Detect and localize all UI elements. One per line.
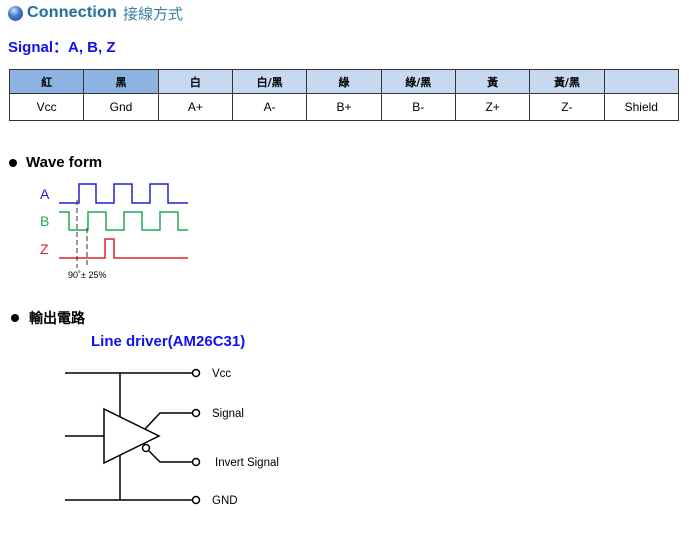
invert-signal-terminal[interactable] [191,457,201,467]
pin-label-gnd: GND [212,495,238,507]
phase-note: 90˚± 25% [68,270,106,280]
table-header-cell: 黃/黑 [529,69,605,94]
connection-table: 紅 黑 白 白/黑 綠 綠/黑 黃 黃/黑 Vcc Gnd A+ A- B+ B… [8,69,680,121]
header-subtitle: 接線方式 [123,4,184,23]
signal-heading: Signal：A, B, Z [8,39,116,56]
table-header-cell: 白 [157,69,233,94]
table-header-row: 紅 黑 白 白/黑 綠 綠/黑 黃 黃/黑 [8,69,680,94]
line-driver-circuit [65,368,201,505]
table-cell: B- [380,93,456,121]
waveform-heading: Wave form [9,154,102,171]
wave-a [59,183,188,204]
table-cell: Vcc [8,93,85,121]
table-cell: Shield [603,93,680,121]
gnd-terminal[interactable] [191,495,201,505]
vcc-terminal[interactable] [191,368,201,378]
bullet-icon [11,314,19,322]
driver-title: Line driver(AM26C31) [91,333,246,350]
table-row: Vcc Gnd A+ A- B+ B- Z+ Z- Shield [8,93,680,121]
table-header-cell: 黃 [454,69,531,94]
signal-terminal[interactable] [191,408,201,418]
signal-wire [144,412,193,430]
table-header-cell: 綠 [306,69,382,94]
table-header-cell: 紅 [8,69,85,94]
globe-icon [8,5,23,21]
channel-label-b: B [40,213,49,229]
circuit-heading: 輸出電路 [11,308,85,328]
wave-z [59,238,188,259]
header-title: Connection [27,4,117,21]
pin-label-invert-signal: Invert Signal [215,457,279,469]
invert-signal-wire [148,450,193,463]
table-header-cell [603,69,680,94]
section-header: Connection 接線方式 [8,2,183,24]
table-cell: Gnd [83,93,159,121]
pin-label-vcc: Vcc [212,368,231,380]
channel-label-z: Z [40,241,49,257]
driver-triangle [103,407,161,465]
bullet-icon [9,158,17,167]
table-cell: A- [231,93,308,121]
waveform-heading-text: Wave form [26,154,103,171]
pin-label-signal: Signal [212,408,244,420]
table-cell: B+ [306,93,382,121]
circuit-heading-text: 輸出電路 [29,311,85,327]
channel-label-a: A [40,186,50,202]
table-cell: Z- [529,93,605,121]
inverter-bubble [141,443,151,453]
wave-b [59,211,188,231]
table-header-cell: 綠/黑 [380,69,456,94]
